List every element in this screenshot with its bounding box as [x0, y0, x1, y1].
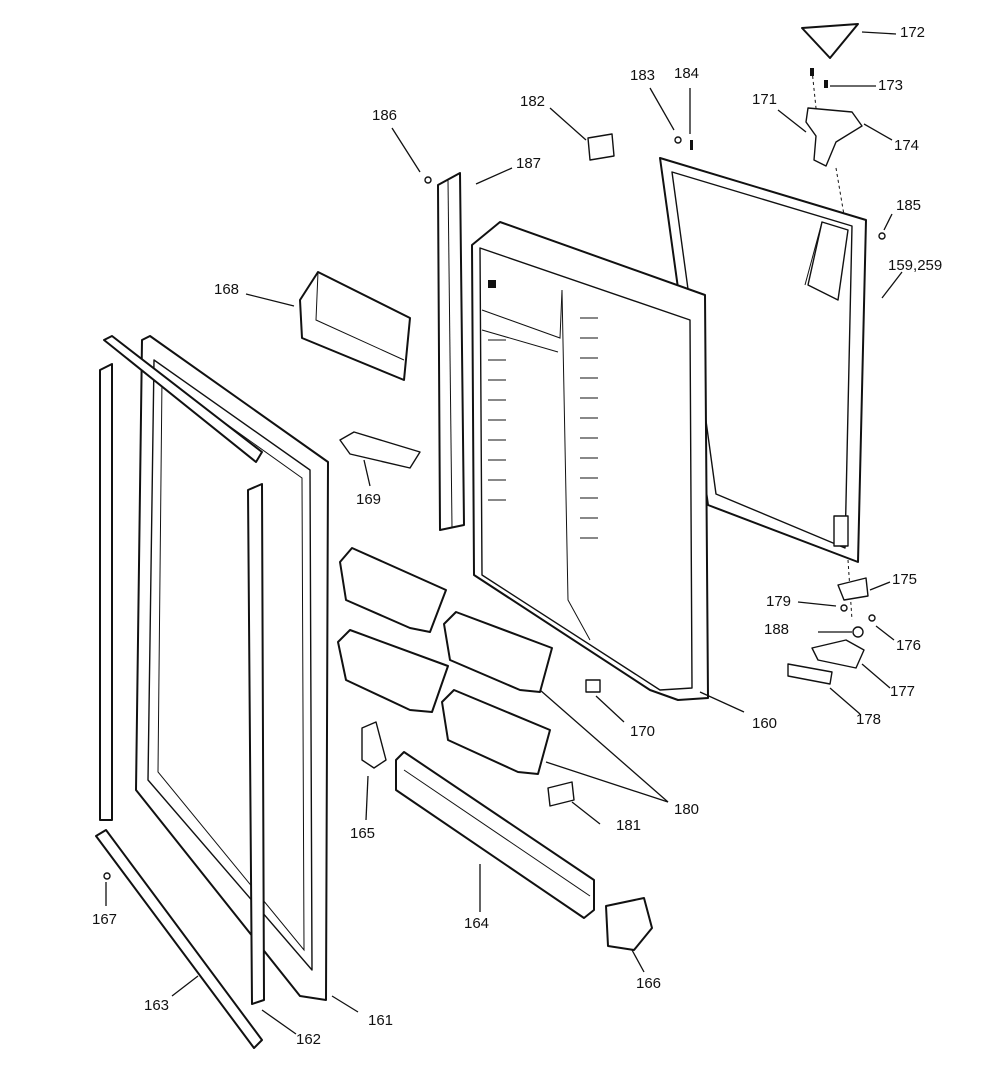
label-187: 187 — [516, 155, 541, 172]
part-161-gasket — [135, 335, 329, 1001]
label-159-259: 159,259 — [888, 257, 942, 274]
label-182: 182 — [520, 93, 545, 110]
label-176: 176 — [896, 637, 921, 654]
label-161: 161 — [368, 1012, 393, 1029]
label-181: 181 — [616, 817, 641, 834]
part-168-cover — [299, 271, 411, 381]
label-160: 160 — [752, 715, 777, 732]
label-186: 186 — [372, 107, 397, 124]
part-170 — [585, 679, 601, 693]
part-181 — [547, 781, 575, 807]
label-183: 183 — [630, 67, 655, 84]
label-173: 173 — [878, 77, 903, 94]
label-175: 175 — [892, 571, 917, 588]
label-179: 179 — [766, 593, 791, 610]
part-165-clip — [361, 721, 387, 769]
part-164-rail — [395, 751, 595, 919]
label-165: 165 — [350, 825, 375, 842]
label-177: 177 — [890, 683, 915, 700]
part-187-strip — [437, 172, 465, 531]
label-170: 170 — [630, 723, 655, 740]
part-left-strips — [99, 335, 263, 821]
label-180: 180 — [674, 801, 699, 818]
part-162-strip — [247, 483, 265, 1005]
label-162: 162 — [296, 1031, 321, 1048]
label-172: 172 — [900, 24, 925, 41]
screws — [103, 68, 886, 880]
part-172-cap — [801, 23, 859, 59]
label-168: 168 — [214, 281, 239, 298]
part-160-door-liner — [471, 221, 709, 701]
label-167: 167 — [92, 911, 117, 928]
label-163: 163 — [144, 997, 169, 1014]
part-163-strip — [95, 829, 263, 1049]
leader-lines — [105, 31, 903, 1035]
label-164: 164 — [464, 915, 489, 932]
part-166-cap — [605, 897, 653, 951]
part-182 — [587, 133, 615, 161]
label-171: 171 — [752, 91, 777, 108]
label-185: 185 — [896, 197, 921, 214]
label-174: 174 — [894, 137, 919, 154]
part-171-hinge — [805, 69, 863, 216]
label-169: 169 — [356, 491, 381, 508]
label-166: 166 — [636, 975, 661, 992]
part-169-tray — [339, 431, 421, 469]
label-188: 188 — [764, 621, 789, 638]
part-lower-hinge — [787, 559, 869, 685]
label-184: 184 — [674, 65, 699, 82]
part-labels: 159,259 160 161 162 163 164 165 166 167 … — [92, 24, 942, 1048]
part-bins — [337, 547, 553, 775]
label-178: 178 — [856, 711, 881, 728]
